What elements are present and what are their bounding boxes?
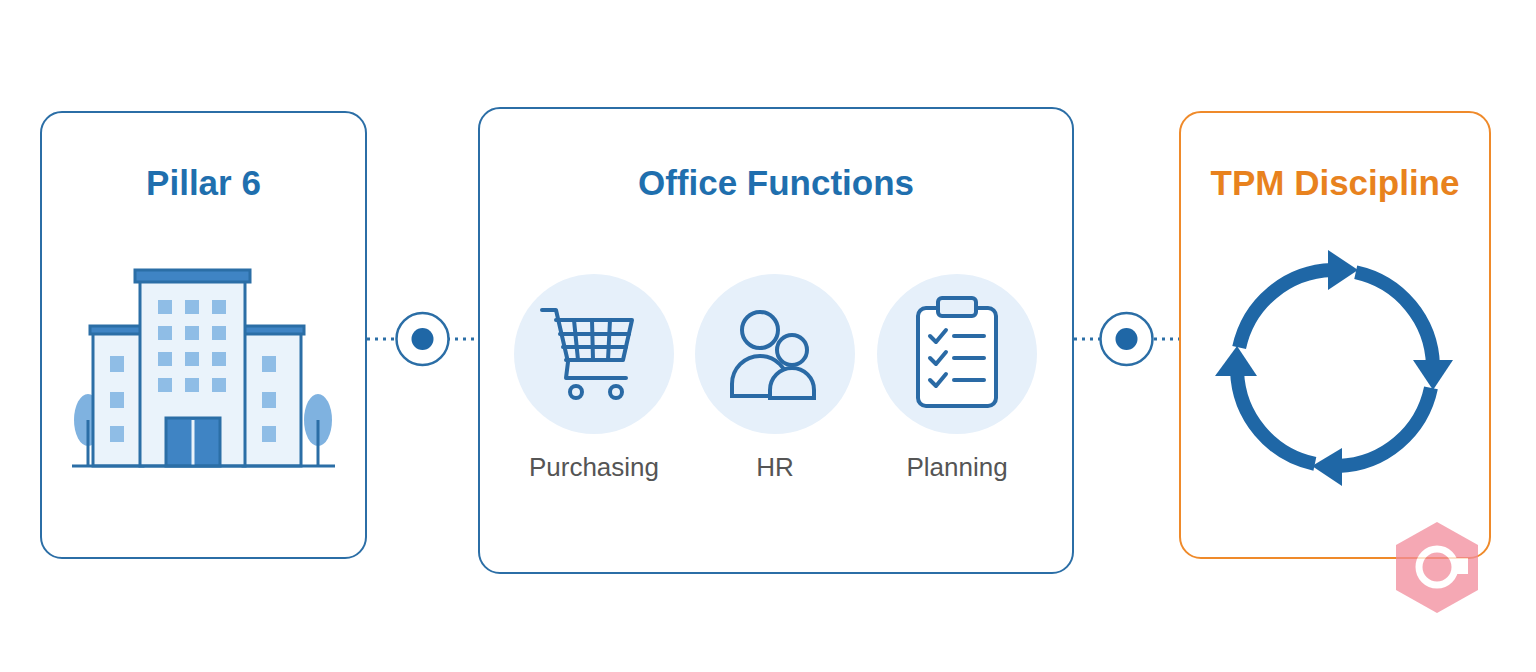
section-title: TPM Discipline: [1181, 163, 1489, 203]
function-circle: Planning: [877, 274, 1037, 434]
section-box: Pillar 6: [40, 111, 367, 559]
dotted-connector: [1074, 313, 1179, 365]
watermark-logo: [1396, 522, 1478, 613]
section-title: Office Functions: [480, 163, 1072, 203]
function-circle: Purchasing: [514, 274, 674, 434]
connector-dot: [1116, 328, 1138, 350]
section-box: Office FunctionsPurchasingHRPlanning: [478, 107, 1074, 574]
dotted-connector: [367, 313, 478, 365]
connector-line: [367, 338, 478, 341]
function-label: Purchasing: [474, 452, 714, 482]
building-icon: [72, 270, 335, 466]
function-label: Planning: [837, 452, 1077, 482]
function-circle: HR: [695, 274, 855, 434]
connector-node: [1101, 313, 1153, 365]
section-box: TPM Discipline: [1179, 111, 1491, 559]
cart-icon: [542, 310, 632, 398]
cycle-icon: [1215, 250, 1453, 486]
connector-dot: [412, 328, 434, 350]
function-label: HR: [655, 452, 895, 482]
people-icon: [732, 312, 814, 398]
connector-line: [1074, 338, 1179, 341]
section-title: Pillar 6: [42, 163, 365, 203]
clipboard-icon: [918, 298, 996, 406]
connector-node: [397, 313, 449, 365]
